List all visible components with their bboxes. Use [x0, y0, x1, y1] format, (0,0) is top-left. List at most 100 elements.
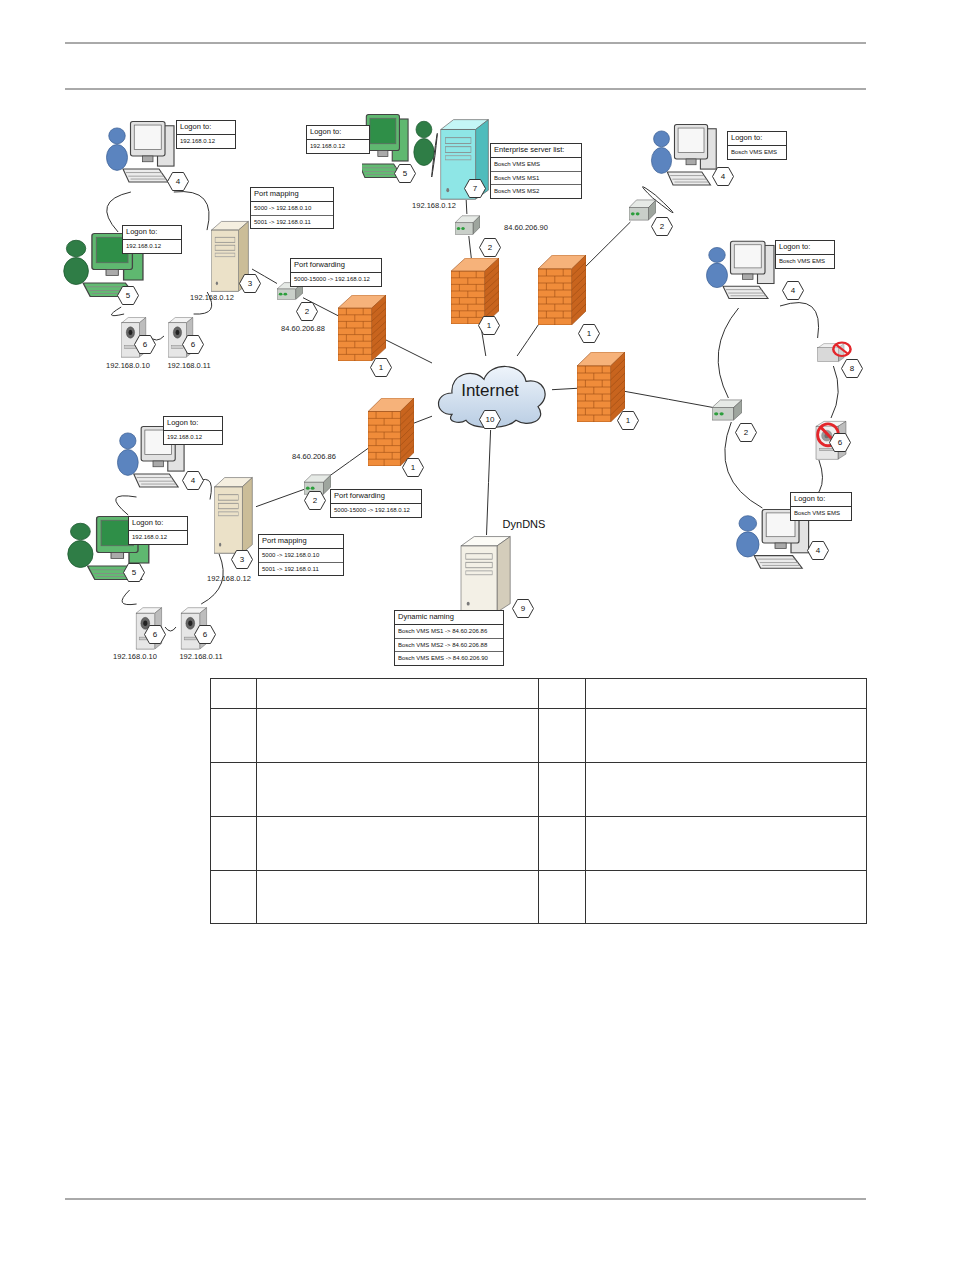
- callout-number: 6: [829, 433, 851, 452]
- server-graphic: [212, 230, 239, 291]
- box-heading: Logon to:: [776, 241, 834, 255]
- server-graphic: [215, 253, 235, 257]
- callout-hexagon-outline: [830, 433, 851, 451]
- callout-number: 2: [304, 491, 326, 510]
- router-graphic: [720, 412, 724, 415]
- server-graphic: [219, 543, 221, 547]
- info-box: Logon to:Bosch VMS EMS: [790, 492, 852, 521]
- workstation-graphic: [654, 131, 670, 147]
- header-rule: [65, 43, 866, 44]
- callout-hexagon: 2: [296, 302, 318, 321]
- workstation-graphic: [68, 541, 93, 568]
- box-row: 192.168.0.12: [129, 531, 187, 544]
- workstation-graphic: [739, 516, 757, 531]
- firewall-icon: [577, 352, 625, 422]
- camera-graphic: [188, 621, 192, 627]
- box-row: 5000 -> 192.168.0.10: [251, 202, 333, 216]
- callout-hexagon-outline: [579, 324, 600, 342]
- network-link: [517, 325, 538, 356]
- table-rule: [256, 678, 257, 923]
- workstation-graphic: [678, 128, 704, 152]
- firewall-icon: [368, 398, 414, 466]
- device-label: Internet: [461, 381, 519, 401]
- callout-hexagon: 2: [479, 238, 501, 257]
- callout-number: 1: [478, 316, 500, 335]
- callout-hexagon-outline: [403, 458, 424, 476]
- callout-hexagon: 4: [182, 471, 204, 490]
- server: DynDNS9: [455, 535, 515, 613]
- box-heading: Dynamic naming: [395, 611, 503, 625]
- firewall-graphic: [451, 258, 499, 324]
- callout-hexagon: 6: [144, 625, 166, 644]
- workstation: 4: [650, 123, 722, 195]
- callout-number: 6: [144, 625, 166, 644]
- box-row: 5000-15000 -> 192.168.0.12: [331, 504, 421, 517]
- blocked-device-graphic: [833, 342, 850, 355]
- callout-number: 3: [239, 274, 261, 293]
- info-box: Logon to:192.168.0.12: [122, 225, 182, 254]
- camera: 192.168.0.106: [131, 604, 165, 650]
- callout-hexagon-outline: [145, 625, 166, 643]
- blocked-device-graphic: [836, 344, 848, 353]
- router-graphic: [279, 293, 283, 296]
- network-link: [466, 200, 468, 214]
- network-link: [469, 236, 472, 258]
- box-heading: Port forwarding: [291, 259, 381, 273]
- address-label: 192.168.0.11: [167, 361, 210, 370]
- workstation-graphic: [71, 523, 91, 540]
- network-link: [386, 340, 432, 363]
- workstation-graphic: [143, 156, 154, 162]
- callout-hexagon: 6: [182, 335, 204, 354]
- camera-graphic: [126, 327, 134, 338]
- callout-hexagon-outline: [783, 281, 804, 299]
- server-graphic: [218, 512, 238, 516]
- callout-hexagon-outline: [168, 172, 189, 190]
- firewall-graphic: [577, 359, 625, 422]
- callout-hexagon: 4: [807, 541, 829, 560]
- router-graphic: [277, 289, 296, 299]
- info-box: Logon to:Bosch VMS EMS: [775, 240, 835, 269]
- callout-hexagon: 1: [402, 458, 424, 477]
- router-icon: [629, 198, 656, 222]
- callout-number: 7: [464, 179, 486, 198]
- callout-hexagon-outline: [232, 550, 253, 568]
- workstation-graphic: [743, 274, 754, 279]
- box-row: 192.168.0.12: [307, 140, 369, 153]
- box-heading: Port mapping: [259, 535, 343, 549]
- box-row: Bosch VMS EMS: [791, 507, 851, 520]
- callout-hexagon-outline: [305, 491, 326, 509]
- box-row: Bosch VMS EMS: [776, 255, 834, 268]
- server-graphic: [215, 237, 235, 242]
- callout-hexagon: 6: [134, 335, 156, 354]
- workstation-graphic: [64, 258, 89, 285]
- workstation-icon: [650, 123, 722, 195]
- callout-hexagon: 2: [651, 217, 673, 236]
- firewall: 1: [538, 255, 586, 325]
- workstation: 5: [362, 113, 434, 188]
- firewall-icon: [338, 295, 386, 361]
- info-box: Logon to:192.168.0.12: [163, 416, 223, 445]
- router-graphic: [734, 400, 742, 420]
- callout-hexagon-outline: [736, 423, 757, 441]
- router-graphic: [455, 223, 473, 234]
- callout-number: 4: [782, 281, 804, 300]
- workstation-graphic: [106, 270, 118, 276]
- callout-hexagon: 1: [370, 358, 392, 377]
- address-label: 84.60.206.90: [504, 223, 548, 232]
- callout-hexagon-outline: [713, 167, 734, 185]
- box-row: Bosch VMS EMS: [491, 158, 581, 172]
- router-graphic: [714, 412, 718, 415]
- callout-hexagon-outline: [513, 599, 534, 617]
- callout-number: 1: [617, 411, 639, 430]
- box-row: 192.168.0.12: [177, 135, 235, 148]
- workstation-graphic: [650, 123, 722, 195]
- callout-number: 2: [735, 423, 757, 442]
- workstation-graphic: [131, 121, 166, 156]
- callout-hexagon: 8: [841, 359, 863, 378]
- callout-hexagon: 1: [478, 316, 500, 335]
- callout-hexagon-outline: [808, 541, 829, 559]
- firewall-graphic: [538, 262, 586, 325]
- info-box: Logon to:192.168.0.12: [176, 120, 236, 149]
- workstation-graphic: [705, 240, 780, 308]
- callout-hexagon: 5: [117, 286, 139, 305]
